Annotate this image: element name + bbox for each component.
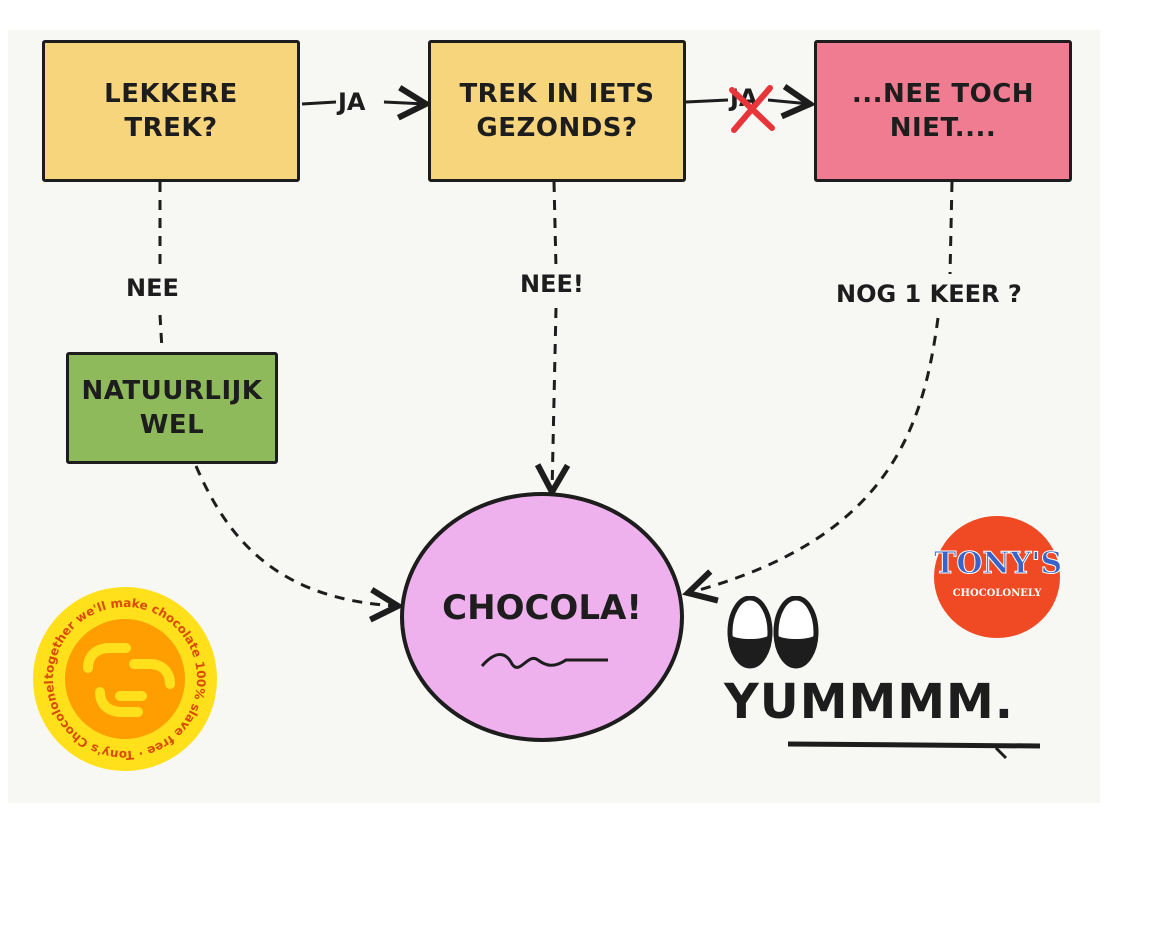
arrow-ja-2 xyxy=(685,98,729,104)
chocola-text: CHOCOLA! xyxy=(442,588,642,628)
seal-graphic: together we'll make chocolate 100% slave… xyxy=(26,573,217,771)
box-natuurlijk-wel: NATUURLIJK WEL xyxy=(66,352,278,464)
box-trek-gezond-text: TREK IN IETS GEZONDS? xyxy=(459,79,655,143)
cross-mark-icon xyxy=(729,85,775,133)
box-nee-toch-niet: ...NEE TOCH NIET.... xyxy=(814,40,1072,182)
broken-chain-icon xyxy=(83,643,175,717)
chocola-circle: CHOCOLA! xyxy=(400,492,684,742)
box-lekkere-trek: LEKKERE TREK? xyxy=(42,40,300,182)
diagram-canvas: LEKKERE TREK? TREK IN IETS GEZONDS? ...N… xyxy=(8,30,1100,803)
box-nee-toch-niet-text: ...NEE TOCH NIET.... xyxy=(851,79,1035,143)
logo-line-1: TONY'S xyxy=(934,546,1063,582)
label-ja-1: JA xyxy=(338,88,366,116)
connector-layer xyxy=(158,30,954,803)
dashed-line-nee-2 xyxy=(552,181,556,492)
arrow-ja-1 xyxy=(301,100,337,106)
yummmm-underline xyxy=(787,741,1041,760)
slave-free-seal: together we'll make chocolate 100% slave… xyxy=(26,573,220,774)
label-nee-2: NEE! xyxy=(520,270,584,298)
dashed-line-nog-keer xyxy=(688,181,954,593)
eyes-icon xyxy=(727,596,819,669)
tonys-logo: TONY'S CHOCOLONELY xyxy=(934,516,1063,638)
box-lekkere-trek-text: LEKKERE TREK? xyxy=(104,79,238,143)
arrow-ja-1-head xyxy=(383,102,426,104)
label-nee-1: NEE xyxy=(126,274,179,302)
logo-line-2: CHOCOLONELY xyxy=(952,588,1042,599)
squiggle-icon xyxy=(480,653,608,669)
label-nog-keer: NOG 1 KEER ? xyxy=(836,280,1022,308)
dashed-line-nee-1 xyxy=(158,182,164,351)
yummmm-text: YUMMMM. xyxy=(724,674,1015,730)
arrow-ja-2-head xyxy=(767,100,810,104)
box-trek-gezond: TREK IN IETS GEZONDS? xyxy=(428,40,686,182)
box-natuurlijk-wel-text: NATUURLIJK WEL xyxy=(81,376,263,440)
dashed-line-natuurlijk xyxy=(194,465,398,606)
